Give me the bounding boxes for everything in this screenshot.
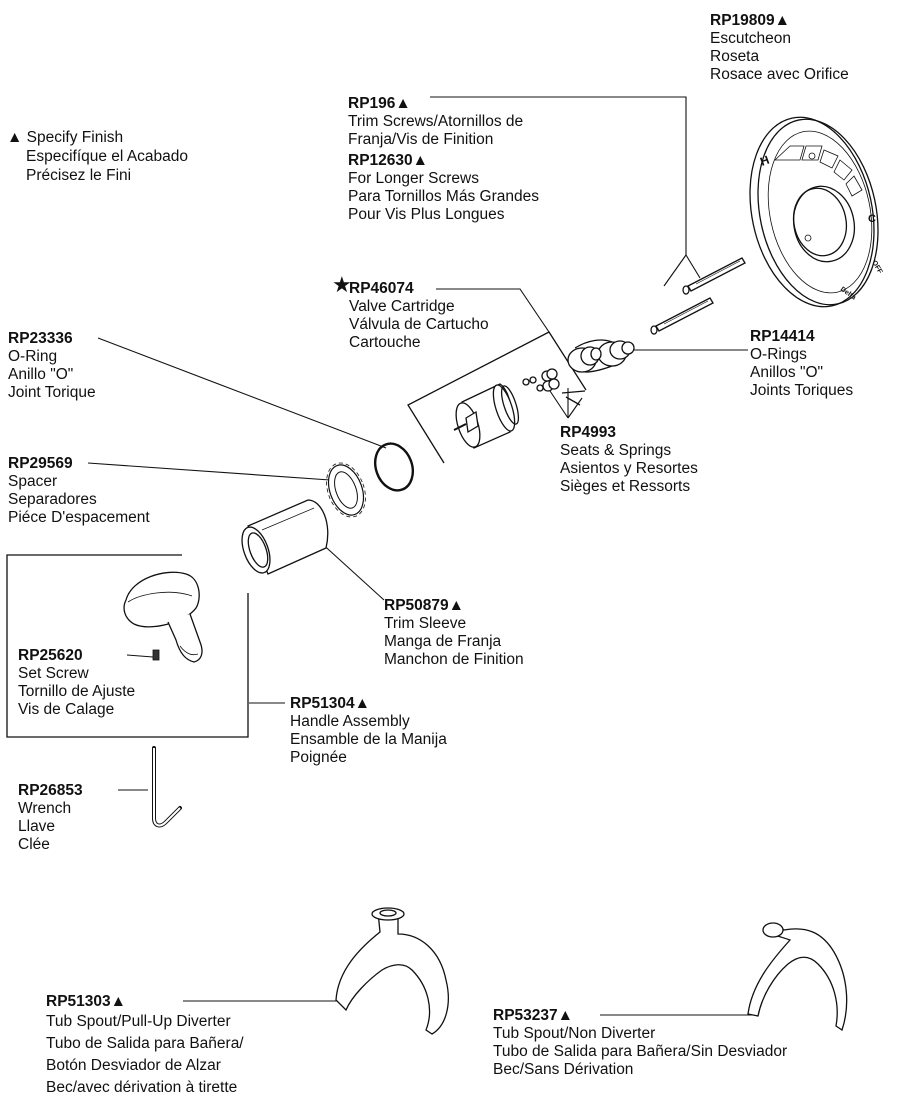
label-wrench: RP26853 Wrench Llave Clée <box>18 782 83 854</box>
part-number: RP23336 <box>8 330 73 347</box>
label-cartridge: RP46074 Valve Cartridge Válvula de Cartu… <box>349 280 489 352</box>
part-desc-en: Seats & Springs <box>560 442 672 459</box>
part-desc-en: Wrench <box>18 800 72 817</box>
part-desc-en: Valve Cartridge <box>349 298 455 315</box>
part-number: RP50879▲ <box>384 597 464 614</box>
part-desc-fr: Joints Toriques <box>750 382 854 399</box>
label-spacer: RP29569 Spacer Separadores Piéce D'espac… <box>8 455 150 527</box>
escutcheon-c-mark: C <box>868 213 876 225</box>
trim-screws-drawing <box>650 257 746 335</box>
part-desc-en: Escutcheon <box>710 30 791 47</box>
part-desc-es: Separadores <box>8 491 97 508</box>
part-desc-es: Anillo "O" <box>8 366 74 383</box>
part-desc-fr: Pour Vis Plus Longues <box>348 206 505 223</box>
part-desc-fr: Clée <box>18 836 50 853</box>
part-desc-en: Set Screw <box>18 665 89 682</box>
part-desc-es: Manga de Franja <box>384 633 502 650</box>
label-spout-diverter: RP51303▲ Tub Spout/Pull-Up Diverter Tubo… <box>46 993 244 1099</box>
part-desc-es: Roseta <box>710 48 760 65</box>
escutcheon-drawing: H C OFF Delta <box>749 116 884 308</box>
valve-cartridge-drawing <box>453 383 520 449</box>
part-number: RP25620 <box>18 647 83 664</box>
part-number: RP12630▲ <box>348 152 428 169</box>
label-trim-sleeve: RP50879▲ Trim Sleeve Manga de Franja Man… <box>384 597 524 669</box>
part-number: RP4993 <box>560 424 617 441</box>
part-number: RP46074 <box>349 280 414 297</box>
part-desc-fr: Piéce D'espacement <box>8 509 150 526</box>
finish-legend: ▲ Specify Finish Especifíque el Acabado … <box>7 128 188 185</box>
part-desc-es-1: Tubo de Salida para Bañera/ <box>46 1035 244 1052</box>
part-desc-fr: Bec/avec dérivation à tirette <box>46 1079 238 1096</box>
part-desc-es: Llave <box>18 818 56 835</box>
part-desc-fr: Cartouche <box>349 334 421 351</box>
handle-group-outline <box>6 554 249 738</box>
part-desc-fr: Sièges et Ressorts <box>560 478 691 495</box>
part-desc-en: Handle Assembly <box>290 713 410 730</box>
part-desc-es: Para Tornillos Más Grandes <box>348 188 539 205</box>
label-spout-non-diverter: RP53237▲ Tub Spout/Non Diverter Tubo de … <box>493 1007 787 1079</box>
trim-sleeve-drawing <box>241 499 329 575</box>
inlet-orings-drawing <box>567 339 635 373</box>
part-desc-fr: Manchon de Finition <box>384 651 524 668</box>
wrench-drawing <box>152 746 182 828</box>
label-longer-screws: RP12630▲ For Longer Screws Para Tornillo… <box>348 152 539 224</box>
part-desc-fr: Poignée <box>290 749 347 766</box>
spacer-drawing <box>326 462 366 518</box>
part-desc-es: Válvula de Cartucho <box>349 316 489 333</box>
part-desc-fr: Joint Torique <box>8 384 96 401</box>
spout-non-diverter-drawing <box>747 922 848 1032</box>
part-number: RP14414 <box>750 328 815 345</box>
leader-lines <box>87 96 752 1016</box>
label-oring: RP23336 O-Ring Anillo "O" Joint Torique <box>8 330 96 402</box>
part-desc-en: O-Ring <box>8 348 58 365</box>
part-desc-es: Tornillo de Ajuste <box>18 683 136 700</box>
part-desc-en: Spacer <box>8 473 58 490</box>
part-number: RP196▲ <box>348 95 411 112</box>
part-desc-en: Tub Spout/Pull-Up Diverter <box>46 1013 231 1030</box>
part-number: RP51303▲ <box>46 993 126 1010</box>
oring-drawing <box>373 442 415 492</box>
label-set-screw: RP25620 Set Screw Tornillo de Ajuste Vis… <box>18 647 135 719</box>
legend-line-2: Especifíque el Acabado <box>26 148 189 165</box>
label-trim-screws: RP196▲ Trim Screws/Atornillos de Franja/… <box>348 95 523 149</box>
part-desc-en: Trim Sleeve <box>384 615 467 632</box>
part-number: RP51304▲ <box>290 695 370 712</box>
part-desc-es-2: Botón Desviador de Alzar <box>46 1057 221 1074</box>
part-desc-line: Franja/Vis de Finition <box>348 131 494 148</box>
part-number: RP29569 <box>8 455 73 472</box>
part-desc-es: Ensamble de la Manija <box>290 731 447 748</box>
part-number: RP19809▲ <box>710 12 790 29</box>
label-seats-springs: RP4993 Seats & Springs Asientos y Resort… <box>560 424 698 496</box>
part-desc-line: Trim Screws/Atornillos de <box>348 113 524 130</box>
legend-line-3: Précisez le Fini <box>26 167 132 184</box>
part-desc-fr: Vis de Calage <box>18 701 115 718</box>
part-desc-en: Tub Spout/Non Diverter <box>493 1025 656 1042</box>
legend-line-1: Specify Finish <box>26 129 124 146</box>
part-number: RP53237▲ <box>493 1007 573 1024</box>
label-handle: RP51304▲ Handle Assembly Ensamble de la … <box>290 695 447 767</box>
part-desc-es: Tubo de Salida para Bañera/Sin Desviador <box>493 1043 788 1060</box>
spout-diverter-drawing <box>335 907 449 1035</box>
part-desc-es: Anillos "O" <box>750 364 824 381</box>
label-escutcheon: RP19809▲ Escutcheon Roseta Rosace avec O… <box>710 12 849 84</box>
handle-drawing <box>123 571 203 663</box>
star-icon: ★ <box>332 272 352 297</box>
part-number: RP26853 <box>18 782 83 799</box>
label-orings: RP14414 O-Rings Anillos "O" Joints Toriq… <box>750 328 853 400</box>
part-desc-es: Asientos y Resortes <box>560 460 698 477</box>
triangle-icon: ▲ <box>7 129 23 146</box>
seats-springs-drawing <box>522 368 560 392</box>
part-desc-fr: Rosace avec Orifice <box>710 66 849 83</box>
part-desc-en: For Longer Screws <box>348 170 479 187</box>
part-desc-en: O-Rings <box>750 346 807 363</box>
part-desc-fr: Bec/Sans Dérivation <box>493 1061 634 1078</box>
